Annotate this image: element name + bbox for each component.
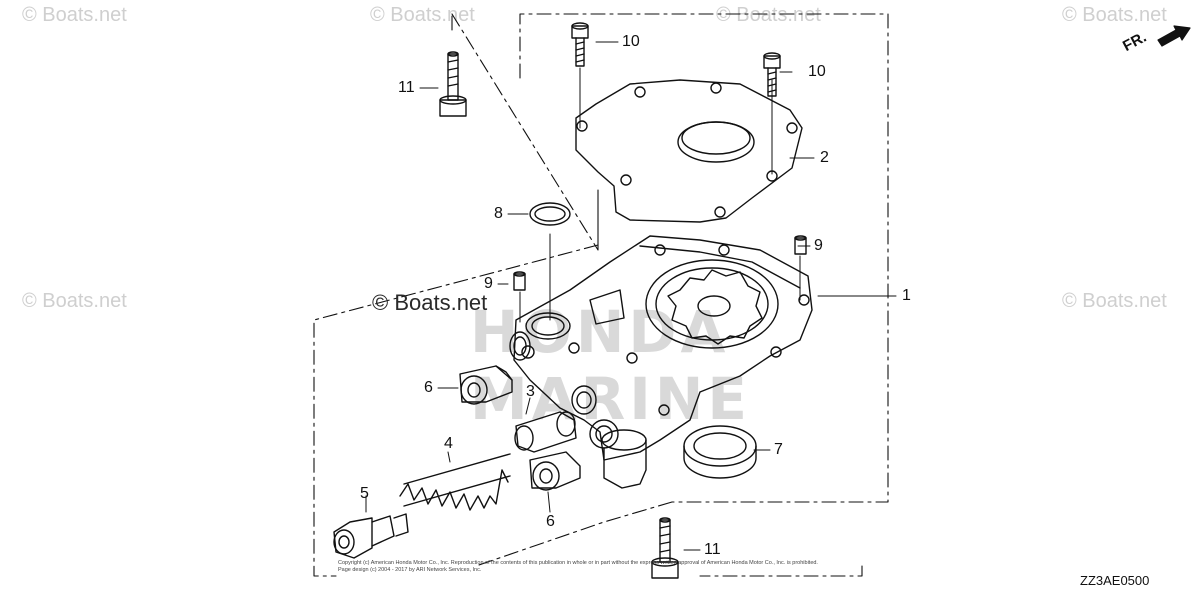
cover-plate-part-2 — [575, 79, 803, 223]
dowel-pin-part-9-right — [794, 235, 807, 255]
callout-part-10-right: 10 — [808, 63, 826, 80]
bolt-part-11-top — [439, 51, 467, 117]
callout-part-3: 3 — [526, 383, 535, 400]
plug-bolt-part-6-lower — [529, 451, 581, 491]
callout-part-4: 4 — [444, 435, 453, 452]
callout-part-5: 5 — [360, 485, 369, 502]
plug-bolt-part-6-upper — [459, 365, 513, 405]
watermark-center: © Boats.net — [372, 290, 488, 315]
relief-spring-part-4 — [399, 453, 511, 511]
copyright-line-2: Page design (c) 2004 - 2017 by ARI Netwo… — [338, 567, 482, 573]
watermark-tile: © Boats.net — [1062, 4, 1167, 26]
relief-sleeve-part-3 — [514, 411, 577, 453]
copyright-notice: Copyright (c) American Honda Motor Co., … — [338, 560, 868, 574]
ghost-brand-line2: MARINE — [470, 365, 752, 433]
callout-part-6-upper: 6 — [424, 379, 433, 396]
watermark-tile: © Boats.net — [22, 290, 127, 312]
callout-part-11-top: 11 — [398, 79, 415, 96]
callout-part-6-lower: 6 — [546, 513, 555, 530]
callout-part-8: 8 — [494, 205, 503, 222]
leader-lines — [365, 41, 897, 551]
callout-part-2: 2 — [820, 149, 829, 166]
pump-body-part-1 — [509, 235, 813, 489]
bolt-part-11-bottom — [651, 517, 679, 579]
relief-valve-part-5 — [333, 513, 409, 559]
watermark-tile: © Boats.net — [370, 4, 475, 26]
copyright-line-1: Copyright (c) American Honda Motor Co., … — [338, 560, 818, 566]
callout-part-9-left: 9 — [484, 275, 493, 292]
o-ring-part-8 — [529, 202, 571, 226]
callout-part-11-bottom: 11 — [704, 541, 721, 558]
callout-part-1: 1 — [902, 287, 911, 304]
watermark-tile: © Boats.net — [22, 4, 127, 26]
diagram-code: ZZ3AE0500 — [1080, 573, 1150, 588]
watermark-tile: © Boats.net — [716, 4, 821, 26]
callout-part-10-left: 10 — [622, 33, 640, 50]
callout-part-9-right: 9 — [814, 237, 823, 254]
assembly-boundary — [313, 13, 889, 577]
bolt-part-10-left — [571, 22, 589, 67]
front-direction-arrow-icon — [1157, 25, 1191, 47]
callout-part-7: 7 — [774, 441, 783, 458]
watermark-tile: © Boats.net — [1062, 290, 1167, 312]
oil-seal-part-7 — [683, 425, 757, 479]
dowel-pin-part-9-left — [513, 271, 526, 291]
bolt-part-10-right — [763, 52, 781, 97]
